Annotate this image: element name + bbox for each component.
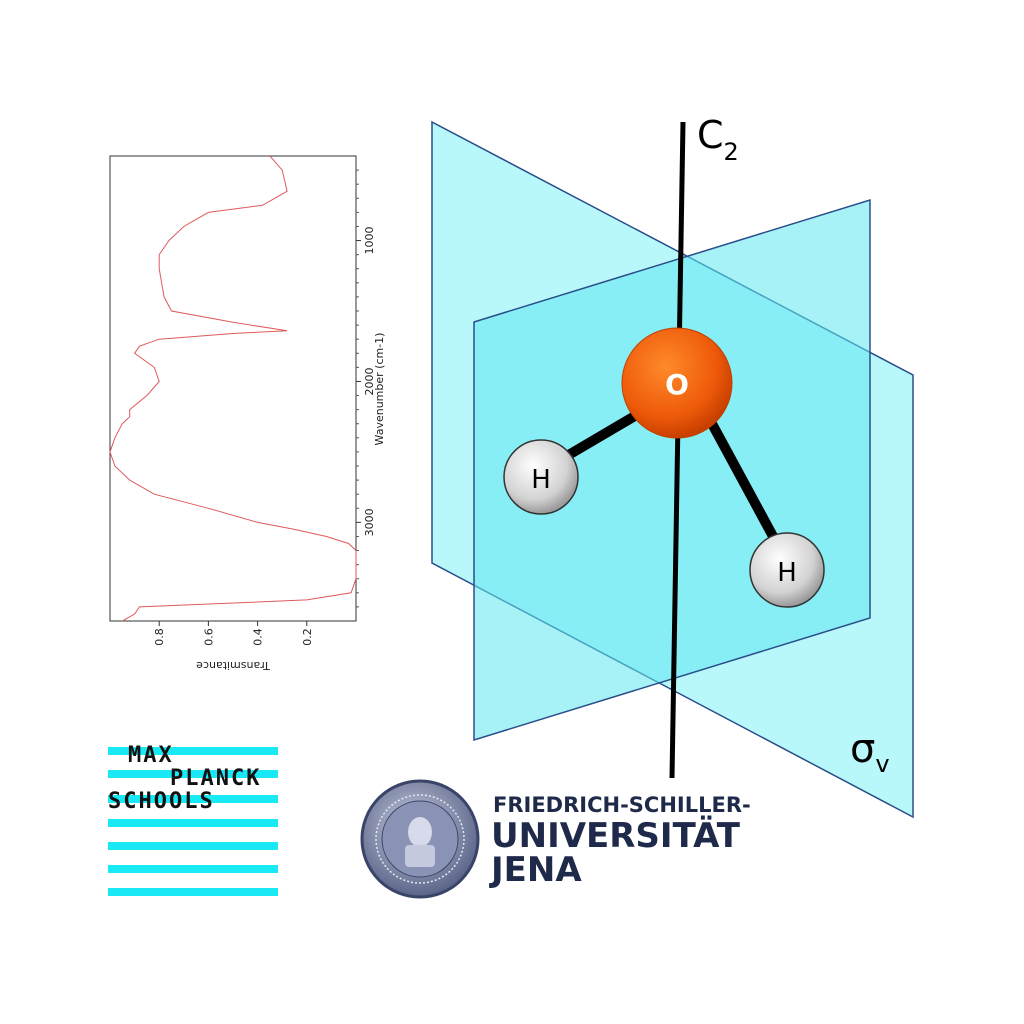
- oh-bond-right: [705, 417, 780, 543]
- oxygen-atom: [621, 327, 733, 439]
- sigma-v-plane-front: [473, 198, 871, 742]
- plot-frame: [109, 155, 357, 622]
- c2-axis-label: C2: [697, 113, 739, 166]
- sigma-v-label: σv: [850, 726, 890, 778]
- mps-logo-word-1: MAX: [128, 743, 174, 768]
- oh-bond-left: [557, 405, 648, 465]
- ir-spectrum-chart: 1000 2000 3000 0.8 0.6 0.4 0.2 Wavenumber (cm-…: [109, 155, 386, 672]
- c2-rotation-axis: [669, 121, 686, 779]
- hydrogen-atom-left: [503, 439, 579, 515]
- mps-logo-word-3: SCHOOLS: [108, 789, 215, 814]
- hydrogen-label-left: H: [531, 465, 551, 495]
- uni-name-line-2: UNIVERSITÄT: [491, 815, 741, 856]
- uni-name-line-3: JENA: [489, 850, 582, 890]
- oxygen-label: O: [665, 368, 689, 401]
- x-axis-label: Wavenumber (cm-1): [373, 333, 386, 446]
- y-tick-label: 0.8: [153, 628, 166, 646]
- y-tick-label: 0.2: [301, 628, 314, 646]
- jena-university-logo: FRIEDRICH-SCHILLER- UNIVERSITÄT JENA: [360, 779, 751, 899]
- mps-logo-word-2: PLANCK: [170, 766, 261, 791]
- x-tick-label: 2000: [363, 367, 376, 395]
- y-tick-label: 0.4: [252, 628, 265, 646]
- uni-name-line-1: FRIEDRICH-SCHILLER-: [493, 793, 751, 817]
- y-tick-label: 0.6: [202, 628, 215, 646]
- spectrum-series-line: [109, 155, 357, 622]
- symmetry-diagram: O H H C2 σv: [431, 113, 914, 819]
- y-axis-label: Transmitance: [196, 659, 271, 672]
- chart-ticks: 1000 2000 3000 0.8 0.6 0.4 0.2: [153, 169, 376, 646]
- hydrogen-atom-right: [749, 532, 825, 608]
- max-planck-schools-logo: MAX PLANCK SCHOOLS: [108, 743, 278, 896]
- x-tick-label: 3000: [363, 508, 376, 536]
- hydrogen-label-right: H: [777, 558, 797, 588]
- x-tick-label: 1000: [363, 227, 376, 255]
